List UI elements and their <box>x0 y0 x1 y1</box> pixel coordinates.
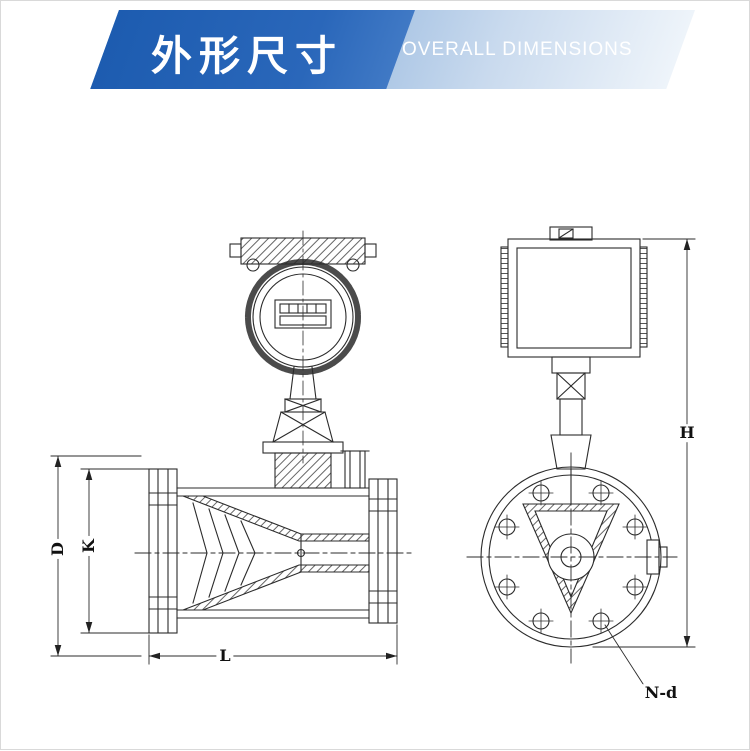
dim-label-nd: N-d <box>641 684 681 702</box>
bolt-hole <box>588 480 614 506</box>
bolt-hole <box>494 574 520 600</box>
bolt-hole <box>494 514 520 540</box>
bolt-hole <box>588 608 614 634</box>
bolt-callout-leader <box>604 624 646 688</box>
bolt-hole <box>622 514 648 540</box>
bolt-hole <box>528 480 554 506</box>
dimension-h <box>592 238 696 648</box>
side-view <box>134 230 412 634</box>
front-view <box>466 226 678 664</box>
page-title-chinese: 外形尺寸 <box>151 33 343 79</box>
page-title-english: OVERALL DIMENSIONS <box>402 39 633 60</box>
dim-label-d: D <box>48 539 67 559</box>
bolt-hole <box>622 574 648 600</box>
dim-label-h: H <box>676 424 698 442</box>
transmitter-housing <box>500 226 648 470</box>
dim-label-k: K <box>79 536 98 556</box>
meter-body <box>148 450 398 634</box>
dim-label-l: L <box>216 647 234 665</box>
dimension-l <box>148 624 398 665</box>
bolt-hole <box>528 608 554 634</box>
